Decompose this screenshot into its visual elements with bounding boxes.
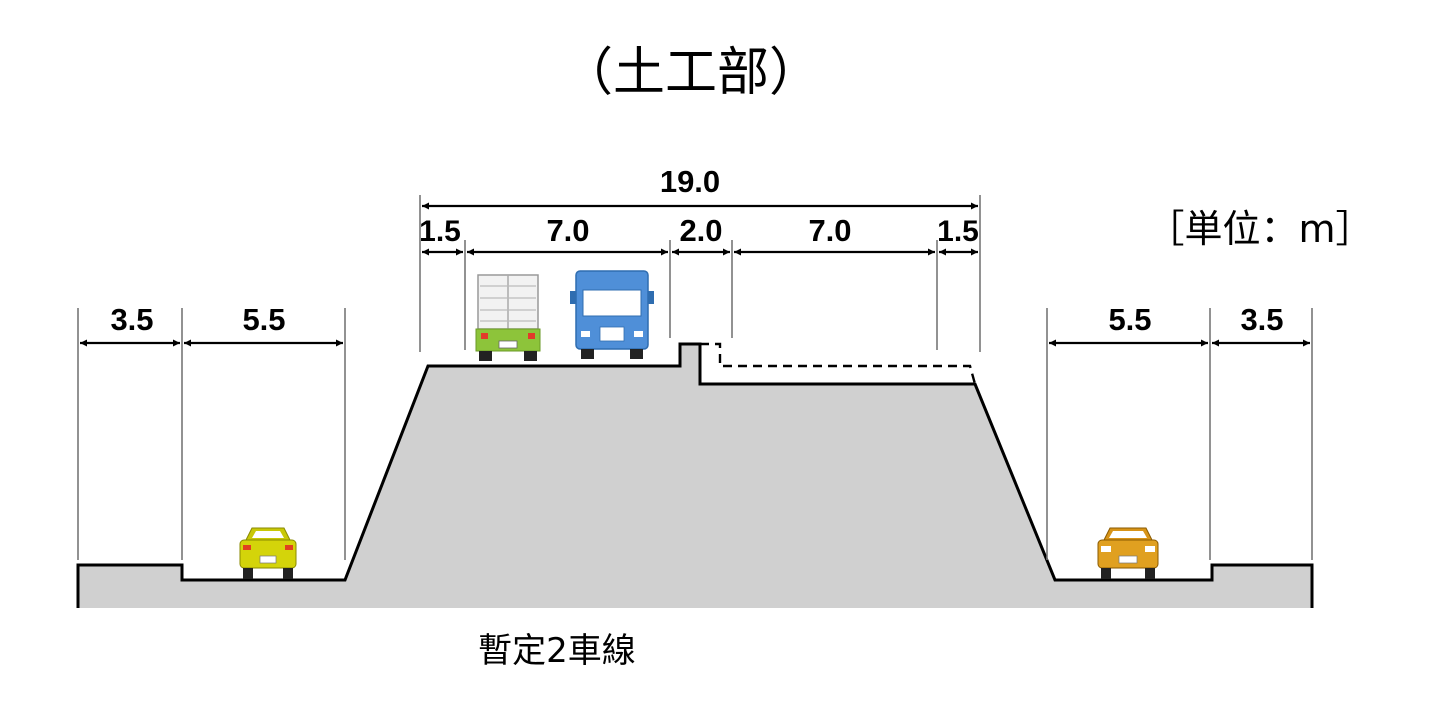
dim-total-label: 19.0 <box>660 164 720 199</box>
right-car-icon <box>1097 527 1159 579</box>
dim-top-2-label: 7.0 <box>546 213 589 248</box>
dim-top-4-label: 7.0 <box>808 213 851 248</box>
extension-lines <box>77 195 1313 560</box>
embankment-body <box>78 344 1312 608</box>
left-car-icon <box>239 527 297 579</box>
blue-truck-icon <box>570 270 654 359</box>
dim-top-1-label: 1.5 <box>419 215 461 248</box>
caption-label: 暫定2車線 <box>478 631 636 671</box>
future-lane-dashed-outline <box>700 342 977 385</box>
dim-top-3-label: 2.0 <box>679 213 722 248</box>
dim-right-1-label: 5.5 <box>1108 302 1151 337</box>
diagram-title: （土工部） <box>561 43 821 103</box>
dim-top-5-label: 1.5 <box>937 215 979 248</box>
ground-outline <box>76 342 1314 608</box>
dimension-arrows <box>80 202 1310 347</box>
dim-left-2-label: 5.5 <box>242 302 285 337</box>
box-truck-icon <box>475 274 541 361</box>
unit-label: ［単位：m］ <box>1146 207 1373 251</box>
dim-right-2-label: 3.5 <box>1240 302 1283 337</box>
dim-left-1-label: 3.5 <box>110 302 153 337</box>
